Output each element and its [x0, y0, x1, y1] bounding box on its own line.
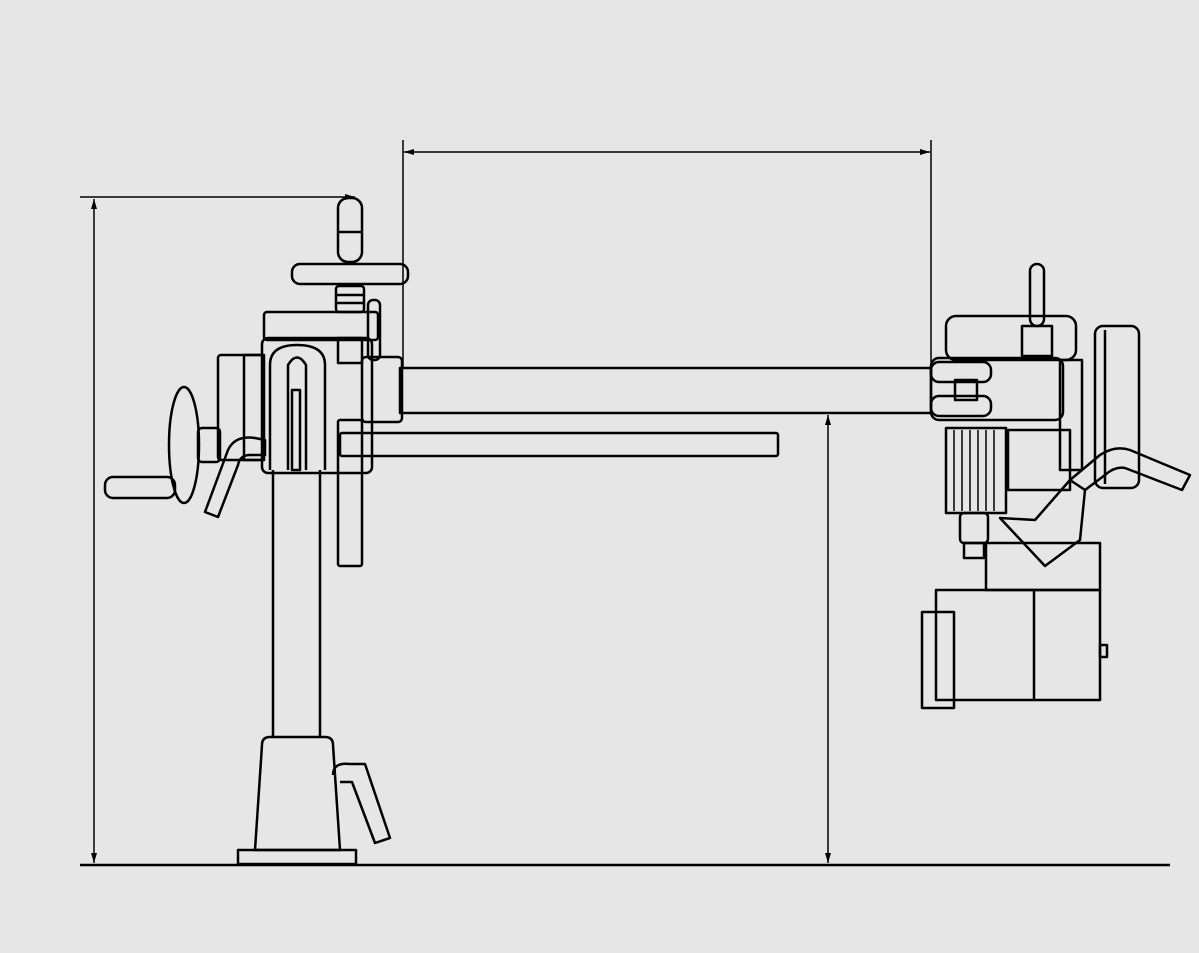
vertical-rod: [338, 420, 362, 566]
top-handle-icon: [338, 198, 362, 262]
side-handwheel: [105, 387, 265, 517]
column: [238, 470, 390, 864]
lower-rail: [340, 433, 778, 456]
arm-reach-dimension: [403, 140, 931, 368]
overall-height-dimension: [80, 194, 355, 863]
tool-head: [922, 264, 1190, 708]
top-handwheel: [292, 264, 408, 284]
